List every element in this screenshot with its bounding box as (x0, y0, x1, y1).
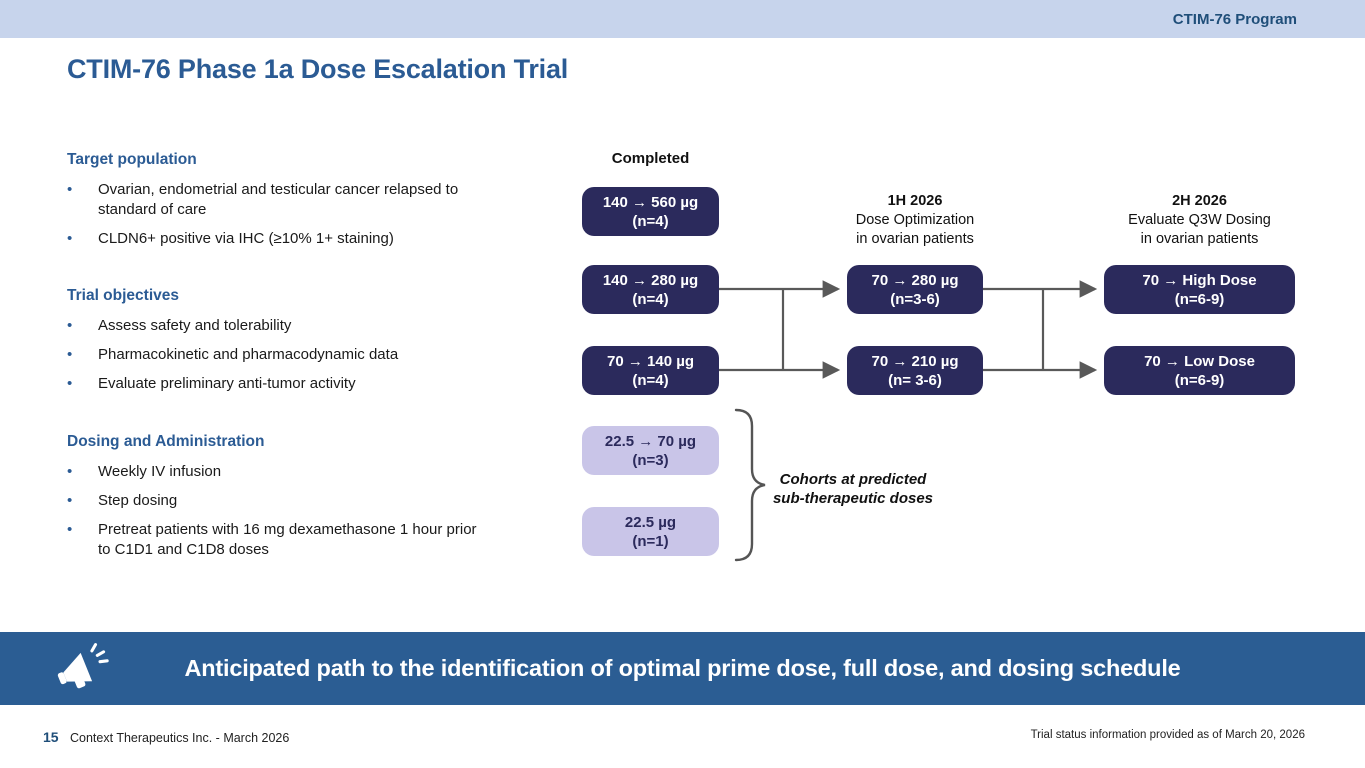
n-label: (n=6-9) (1174, 290, 1225, 308)
list-item: • Weekly IV infusion (67, 462, 522, 482)
section-heading: Trial objectives (67, 287, 179, 304)
dose-label: 22.5 → 70 µg (604, 432, 697, 450)
list-item: • Evaluate preliminary anti-tumor activi… (67, 374, 522, 394)
takeaway-banner: Anticipated path to the identification o… (0, 632, 1365, 705)
n-label: (n=4) (632, 371, 669, 389)
completed-column-label: Completed (611, 150, 690, 167)
bullet-icon: • (67, 375, 73, 392)
takeaway-text: Anticipated path to the identification o… (184, 655, 1181, 681)
bullet-icon: • (67, 492, 73, 509)
dose-label: 70 → 140 µg (606, 352, 695, 370)
list-item: • Pharmacokinetic and pharmacodynamic da… (67, 345, 522, 365)
list-item: • Pretreat patients with 16 mg dexametha… (67, 520, 522, 560)
dose-label: 22.5 µg (624, 513, 677, 531)
dose-label: 70 → 280 µg (871, 271, 959, 289)
section-trial-objectives: Trial objectives • Assess safety and tol… (67, 287, 522, 403)
cohort-box-140-280: 140 → 280 µg (n=4) (582, 265, 719, 314)
page-number: 15 (43, 729, 59, 745)
dose-label: 140 → 560 µg (602, 193, 699, 211)
bullet-icon: • (67, 521, 73, 538)
dose-label: 70 → High Dose (1142, 271, 1257, 289)
section-target-population: Target population • Ovarian, endometrial… (67, 151, 522, 258)
subtherapeutic-note: Cohorts at predicted sub-therapeutic dos… (753, 470, 953, 508)
page-title: CTIM-76 Phase 1a Dose Escalation Trial (67, 54, 569, 84)
cohort-box-70-280: 70 → 280 µg (n=3-6) (847, 265, 983, 314)
column-header-2h2026: 2H 2026 Evaluate Q3W Dosing in ovarian p… (1094, 192, 1305, 249)
n-label: (n=4) (632, 290, 669, 308)
section-heading: Target population (67, 151, 197, 168)
column-header-desc: in ovarian patients (856, 231, 974, 247)
cohort-box-140-560: 140 → 560 µg (n=4) (582, 187, 719, 236)
bullet-text: Weekly IV infusion (98, 463, 222, 480)
column-header-period: 2H 2026 (1172, 193, 1227, 209)
column-header-desc: Evaluate Q3W Dosing (1128, 212, 1271, 228)
subtherapeutic-note-line1: Cohorts at predicted (779, 471, 927, 488)
cohort-box-22-5-70: 22.5 → 70 µg (n=3) (582, 426, 719, 475)
bullet-text: Step dosing (98, 492, 178, 509)
cohort-box-high-dose: 70 → High Dose (n=6-9) (1104, 265, 1295, 314)
n-label: (n=4) (632, 212, 669, 230)
bullet-icon: • (67, 463, 73, 480)
column-header-desc: Dose Optimization (855, 212, 975, 228)
n-label: (n=3-6) (890, 290, 940, 308)
column-header-1h2026: 1H 2026 Dose Optimization in ovarian pat… (832, 192, 998, 249)
cohort-box-22-5: 22.5 µg (n=1) (582, 507, 719, 556)
footer-company: Context Therapeutics Inc. - March 2026 (70, 731, 290, 745)
list-item: • Ovarian, endometrial and testicular ca… (67, 180, 522, 220)
cohort-box-low-dose: 70 → Low Dose (n=6-9) (1104, 346, 1295, 395)
n-label: (n=3) (632, 451, 669, 469)
subtherapeutic-note-line2: sub-therapeutic doses (772, 490, 934, 507)
section-heading: Dosing and Administration (67, 433, 265, 450)
n-label: (n= 3-6) (888, 371, 942, 389)
bullet-icon: • (67, 317, 73, 334)
program-label: CTIM-76 Program (1172, 10, 1297, 28)
bullet-text: CLDN6+ positive via IHC (≥10% 1+ stainin… (98, 230, 394, 247)
bullet-text: Evaluate preliminary anti-tumor activity (98, 375, 356, 392)
section-dosing-administration: Dosing and Administration • Weekly IV in… (67, 433, 522, 569)
bullet-icon: • (67, 346, 73, 363)
dose-label: 70 → Low Dose (1144, 352, 1255, 370)
bullet-text: Pretreat patients with 16 mg dexamethaso… (98, 521, 477, 558)
cohort-box-70-140: 70 → 140 µg (n=4) (582, 346, 719, 395)
n-label: (n=1) (632, 532, 669, 550)
bullet-text: Assess safety and tolerability (98, 317, 292, 334)
column-header-desc: in ovarian patients (1140, 231, 1259, 247)
bullet-icon: • (67, 181, 73, 198)
bullet-text: Pharmacokinetic and pharmacodynamic data (98, 346, 399, 363)
dose-label: 70 → 210 µg (871, 352, 959, 370)
dose-label: 140 → 280 µg (602, 271, 699, 289)
column-header-period: 1H 2026 (887, 193, 943, 209)
list-item: • Assess safety and tolerability (67, 316, 522, 336)
list-item: • Step dosing (67, 491, 522, 511)
footer-status-note: Trial status information provided as of … (1030, 729, 1305, 741)
list-item: • CLDN6+ positive via IHC (≥10% 1+ stain… (67, 229, 522, 249)
n-label: (n=6-9) (1174, 371, 1225, 389)
megaphone-icon (52, 641, 112, 700)
cohort-box-70-210: 70 → 210 µg (n= 3-6) (847, 346, 983, 395)
bullet-icon: • (67, 230, 73, 247)
bullet-text: Ovarian, endometrial and testicular canc… (98, 181, 459, 218)
top-bar: CTIM-76 Program (0, 0, 1365, 38)
